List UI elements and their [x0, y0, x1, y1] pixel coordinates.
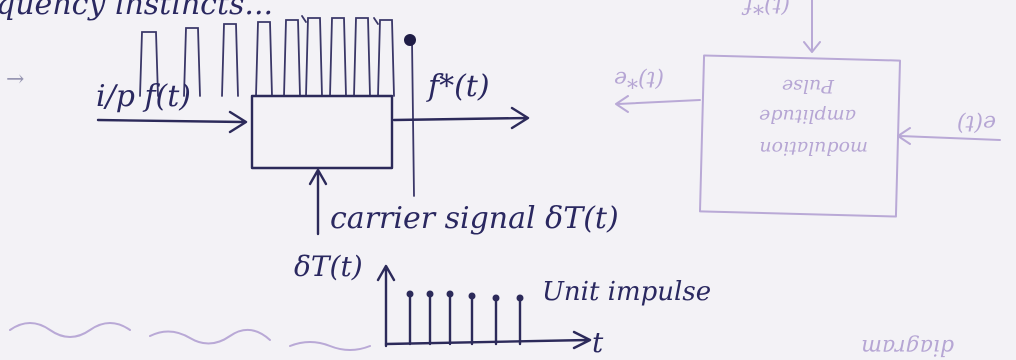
ghost-top-label: (t)*f	[741, 0, 790, 17]
impulse-4-tip	[468, 292, 476, 300]
ghost-right-label: e(t)	[957, 110, 996, 135]
ghost-modulator-box	[698, 54, 902, 218]
carrier-label: carrier signal δT(t)	[330, 201, 619, 236]
pulse-6	[305, 17, 323, 97]
sampler-box	[250, 94, 394, 170]
unit-impulses	[406, 290, 524, 346]
heading-fragment: quency instincts...	[0, 0, 273, 22]
impulse-2-tip	[426, 290, 434, 298]
ghost-top-arrow	[803, 0, 821, 53]
input-label: i/p f(t)	[96, 79, 191, 114]
output-label: f*(t)	[426, 69, 490, 104]
ghost-left-label: (t)*e	[614, 66, 664, 91]
output-arrow	[392, 106, 530, 130]
sampled-pulse-train	[139, 15, 416, 197]
ghost-bottom-left-scribble	[9, 322, 371, 351]
pulse-end-dot	[404, 34, 416, 46]
pulse-4	[255, 21, 273, 97]
pulse-1	[139, 31, 159, 97]
ghost-box-line-2: amplitude	[759, 105, 856, 127]
pulse-tick-2	[373, 17, 379, 25]
bleed-through-layer: (t)*f (t)*e e(t) Pulse amplitude modulat…	[614, 0, 1001, 359]
pulse-tick-1	[301, 15, 307, 23]
ghost-box-line-3: modulation	[759, 137, 868, 159]
pulse-9	[377, 19, 395, 97]
impulse-6-tip	[516, 294, 524, 302]
impulse-1-tip	[406, 290, 414, 298]
impulse-y-axis	[376, 264, 396, 348]
ghost-box-line-1: Pulse	[782, 75, 835, 97]
pulse-3	[221, 23, 239, 97]
left-fragment: →	[6, 67, 24, 92]
pulse-10	[411, 39, 415, 197]
unit-impulse-label: Unit impulse	[542, 277, 711, 307]
ghost-right-arrow	[897, 127, 1001, 145]
impulse-5-tip	[492, 294, 500, 302]
impulse-3-tip	[446, 290, 454, 298]
input-arrow	[96, 110, 248, 134]
ghost-bottom-right: diagram	[861, 334, 954, 359]
pulse-8	[353, 17, 371, 97]
impulse-x-axis	[384, 330, 592, 350]
time-axis-label: t	[592, 326, 604, 359]
pulse-5	[283, 19, 301, 97]
ghost-left-arrow	[615, 95, 701, 113]
carrier-arrow	[308, 168, 328, 236]
pulse-7	[329, 17, 347, 97]
pulse-2	[183, 27, 201, 97]
impulse-axis-label: δT(t)	[294, 250, 363, 283]
